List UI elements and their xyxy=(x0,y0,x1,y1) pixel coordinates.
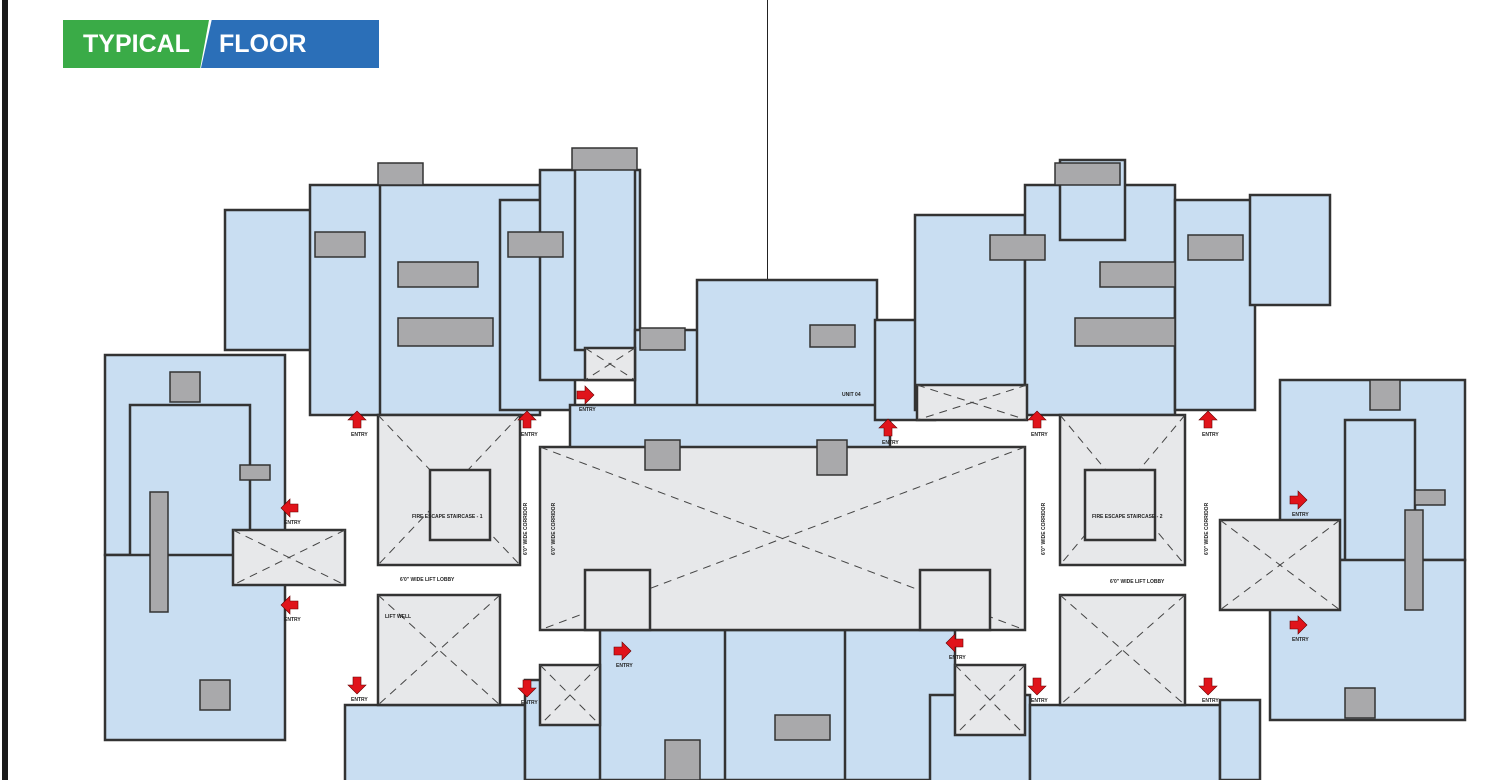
entry-label: ENTRY xyxy=(1292,512,1309,518)
corridor-label-1: 6'0" WIDE CORRIDOR xyxy=(551,502,557,555)
corridor-label-3: 6'0" WIDE CORRIDOR xyxy=(1041,502,1047,555)
wet-area-or-balcony xyxy=(774,714,831,741)
unit-area xyxy=(308,183,387,417)
entry-label: ENTRY xyxy=(579,407,596,413)
wet-area-or-balcony xyxy=(1074,317,1176,347)
shaft-top-right-cross xyxy=(916,384,1028,421)
entry-label: ENTRY xyxy=(351,697,368,703)
wet-area-or-balcony xyxy=(169,371,201,403)
wet-area-or-balcony xyxy=(314,231,366,258)
lift-bank-left xyxy=(376,593,502,707)
entry-label: ENTRY xyxy=(882,440,899,446)
wet-area-or-balcony xyxy=(149,491,169,613)
entry-arrow-icon xyxy=(347,676,367,695)
entry-label: ENTRY xyxy=(1292,637,1309,643)
title-typical: TYPICAL xyxy=(63,20,209,68)
lift-shaft-left-cross xyxy=(232,529,346,586)
entry-label: ENTRY xyxy=(1031,698,1048,704)
fire-stair-1-label: FIRE ESCAPE STAIRCASE - 1 xyxy=(412,514,483,520)
wet-area-or-balcony xyxy=(1099,261,1176,288)
wet-area-or-balcony xyxy=(816,439,848,476)
fire-escape-staircase-1 xyxy=(428,468,492,542)
corridor-label-2: 6'0" WIDE CORRIDOR xyxy=(523,502,529,555)
entry-label: ENTRY xyxy=(521,700,538,706)
shaft-top-left-cross xyxy=(584,347,636,381)
wet-area-or-balcony xyxy=(639,327,686,351)
wet-area-or-balcony xyxy=(397,261,479,288)
entry-arrow-icon xyxy=(280,595,299,615)
entry-label: ENTRY xyxy=(1202,432,1219,438)
lift-shaft-right xyxy=(1218,518,1342,612)
staircase-right xyxy=(918,568,992,632)
wet-area-or-balcony xyxy=(644,439,681,471)
lift-core-right-cross xyxy=(1059,414,1186,566)
wet-area-or-balcony xyxy=(1344,687,1376,719)
entry-arrow-icon xyxy=(517,410,537,429)
divider-line xyxy=(767,0,768,282)
entry-arrow-icon xyxy=(1027,677,1047,696)
wet-area-or-balcony xyxy=(239,464,271,481)
entry-arrow-icon xyxy=(347,410,367,429)
page-edge xyxy=(2,0,8,780)
wet-area-or-balcony xyxy=(397,317,494,347)
entry-arrow-icon xyxy=(1289,490,1308,510)
fire-stair-2-label: FIRE ESCAPE STAIRCASE - 2 xyxy=(1092,514,1163,520)
lift-bank-right xyxy=(1058,593,1187,707)
entry-arrow-icon xyxy=(613,641,632,661)
entry-arrow-icon xyxy=(1198,677,1218,696)
entry-label: ENTRY xyxy=(351,432,368,438)
unit-area xyxy=(1248,193,1332,307)
lift-core-right-cross xyxy=(1059,414,1186,566)
entry-arrow-icon xyxy=(878,418,898,437)
plan-title: TYPICAL FLOOR PLAN xyxy=(63,20,379,68)
entry-label: ENTRY xyxy=(284,520,301,526)
lift-lobby-label-2: 6'0" WIDE LIFT LOBBY xyxy=(1110,579,1165,585)
wet-area-or-balcony xyxy=(1369,379,1401,411)
wet-area-or-balcony xyxy=(1404,509,1424,611)
entry-label: ENTRY xyxy=(1202,698,1219,704)
lift-shaft-right-cross xyxy=(1219,519,1341,611)
unit-04-label: UNIT 04 xyxy=(842,392,861,398)
entry-label: ENTRY xyxy=(949,655,966,661)
entry-arrow-icon xyxy=(517,679,537,698)
entry-arrow-icon xyxy=(1198,410,1218,429)
central-atrium-cross xyxy=(539,446,1026,631)
lift-well-label: LIFT WELL xyxy=(385,614,411,620)
shaft-bottom-left-cross xyxy=(539,664,601,726)
lift-lobby-label-1: 6'0" WIDE LIFT LOBBY xyxy=(400,577,455,583)
corridor-label-4: 6'0" WIDE CORRIDOR xyxy=(1204,502,1210,555)
entry-arrow-icon xyxy=(280,498,299,518)
wet-area-or-balcony xyxy=(571,147,638,171)
title-floor-plan: FLOOR PLAN xyxy=(201,20,379,68)
entry-arrow-icon xyxy=(1289,615,1308,635)
unit-area xyxy=(1173,198,1257,412)
entry-arrow-icon xyxy=(576,385,595,405)
wet-area-or-balcony xyxy=(809,324,856,348)
unit-area xyxy=(343,703,527,780)
wet-area-or-balcony xyxy=(199,679,231,711)
wet-area-or-balcony xyxy=(664,739,701,780)
wet-area-or-balcony xyxy=(377,162,424,186)
staircase-left xyxy=(583,568,652,632)
unit-area xyxy=(1028,703,1222,780)
fire-escape-staircase-2 xyxy=(1083,468,1157,542)
wet-area-or-balcony xyxy=(507,231,564,258)
wet-area-or-balcony xyxy=(1187,234,1244,261)
wet-area-or-balcony xyxy=(1414,489,1446,506)
entry-label: ENTRY xyxy=(284,617,301,623)
entry-label: ENTRY xyxy=(616,663,633,669)
wet-area-or-balcony xyxy=(1054,162,1121,186)
entry-arrow-icon xyxy=(1027,410,1047,429)
unit-area xyxy=(1218,698,1262,780)
entry-label: ENTRY xyxy=(1031,432,1048,438)
entry-label: ENTRY xyxy=(521,432,538,438)
unit-area xyxy=(573,148,637,352)
wet-area-or-balcony xyxy=(989,234,1046,261)
shaft-bottom-right-cross xyxy=(954,664,1026,736)
entry-arrow-icon xyxy=(945,633,964,653)
